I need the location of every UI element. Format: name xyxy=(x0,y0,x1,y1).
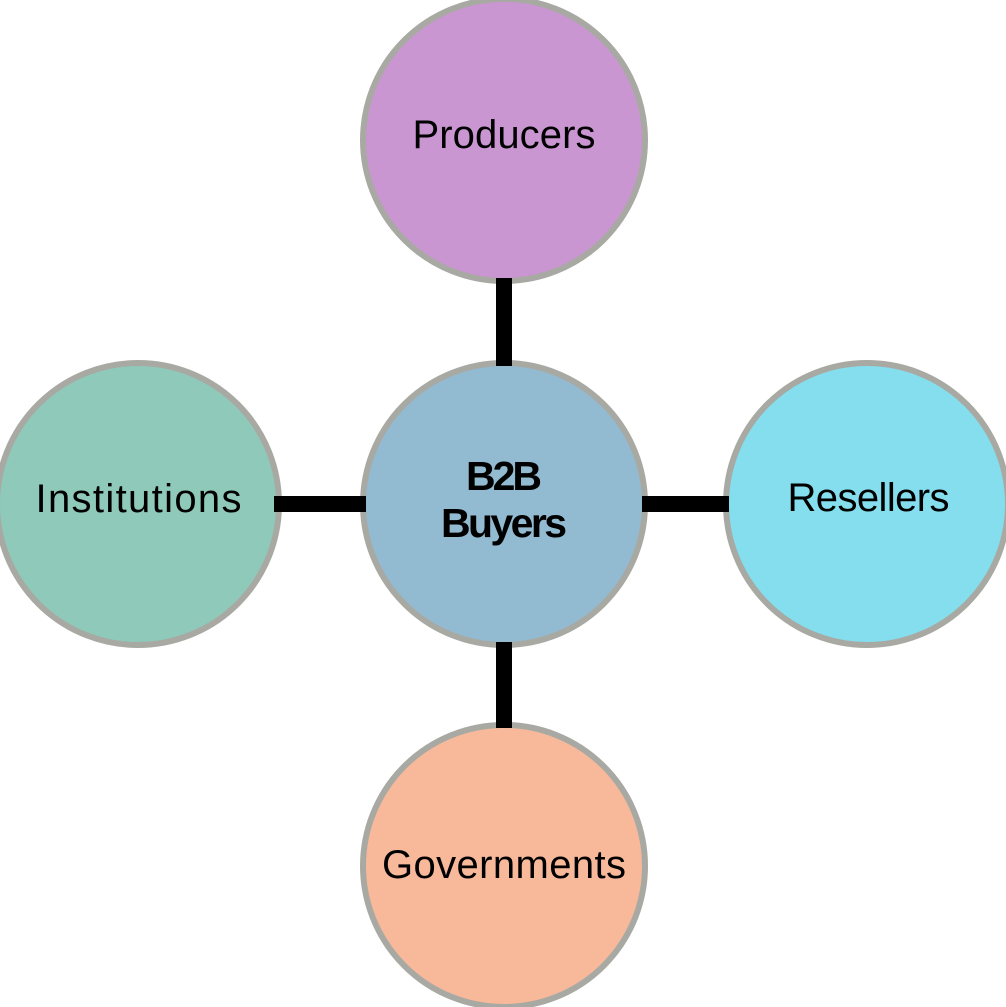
svg-text:Governments: Governments xyxy=(382,843,626,887)
svg-text:Institutions: Institutions xyxy=(36,477,242,521)
svg-text:Resellers: Resellers xyxy=(788,476,950,520)
svg-text:B2B: B2B xyxy=(466,453,542,499)
svg-text:Producers: Producers xyxy=(413,113,596,157)
svg-text:Buyers: Buyers xyxy=(441,500,567,546)
